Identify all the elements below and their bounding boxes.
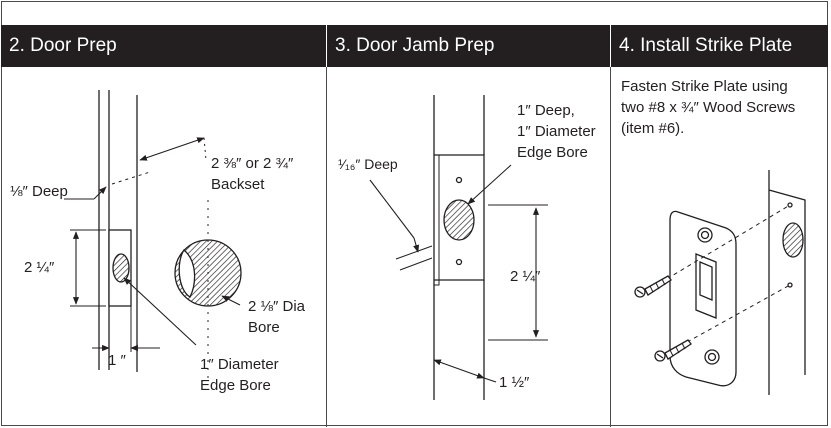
jamb-deep-leader: [413, 237, 420, 253]
wood-screw-bottom: [654, 339, 692, 362]
jamb-width-label: 1 ½″: [499, 374, 530, 391]
step-3-heading: 3. Door Jamb Prep: [335, 35, 495, 56]
jamb-bore-leader: [467, 164, 512, 205]
edge-bore-leader: [123, 277, 197, 346]
jamb-height-label: 2 ¼″: [510, 268, 541, 285]
panel-divider-right: [610, 67, 611, 427]
strike-screw-hole-top: [697, 227, 713, 243]
door-jamb-diagram: [369, 95, 548, 400]
strike-instruction: Fasten Strike Plate using two #8 x ¾″ Wo…: [621, 78, 796, 137]
strike-plate-diagram: [634, 170, 806, 395]
edge-bore-hole: [112, 253, 130, 283]
dia-bore-label: 2 ⅛″ Dia Bore: [248, 298, 306, 336]
jamb-bore-hole: [443, 199, 475, 241]
strike-jamb-bore: [782, 222, 804, 258]
step-2-heading: 2. Door Prep: [9, 35, 117, 56]
jamb-bore-label: 1″ Deep, 1″ Diameter Edge Bore: [517, 102, 596, 161]
step-2-header: 2. Door Prep: [1, 25, 326, 67]
jamb-recess-outline: [434, 154, 485, 281]
door-height-label: 2 ¼″: [24, 259, 55, 276]
backset-ext: [203, 137, 207, 161]
deep-leader: [93, 186, 107, 200]
door-deep-label: ⅛″ Deep: [10, 183, 68, 200]
door-prep-diagram: [64, 90, 242, 380]
step-3-header: 3. Door Jamb Prep: [327, 25, 610, 67]
step-4-header: 4. Install Strike Plate: [611, 25, 828, 67]
bore-highlight: [178, 249, 196, 298]
backset-arrow: [139, 137, 205, 161]
dia-leader: [221, 295, 241, 306]
backset-label: 2 ⅜″ or 2 ¾″ Backset: [211, 155, 294, 193]
step-4-heading: 4. Install Strike Plate: [619, 35, 793, 56]
jamb-width-arrow: [433, 359, 485, 379]
edge-bore-label: 1″ Diameter Edge Bore: [200, 356, 279, 394]
wood-screw-top: [634, 275, 672, 298]
panel-divider-left: [326, 67, 327, 427]
jamb-face: [768, 189, 806, 375]
jamb-deep-label: ¹⁄₁₆″ Deep: [338, 156, 398, 172]
strike-latch-opening: [695, 253, 717, 319]
door-width-label: 1 ″: [108, 352, 126, 369]
strike-screw-hole-bottom: [704, 349, 720, 365]
